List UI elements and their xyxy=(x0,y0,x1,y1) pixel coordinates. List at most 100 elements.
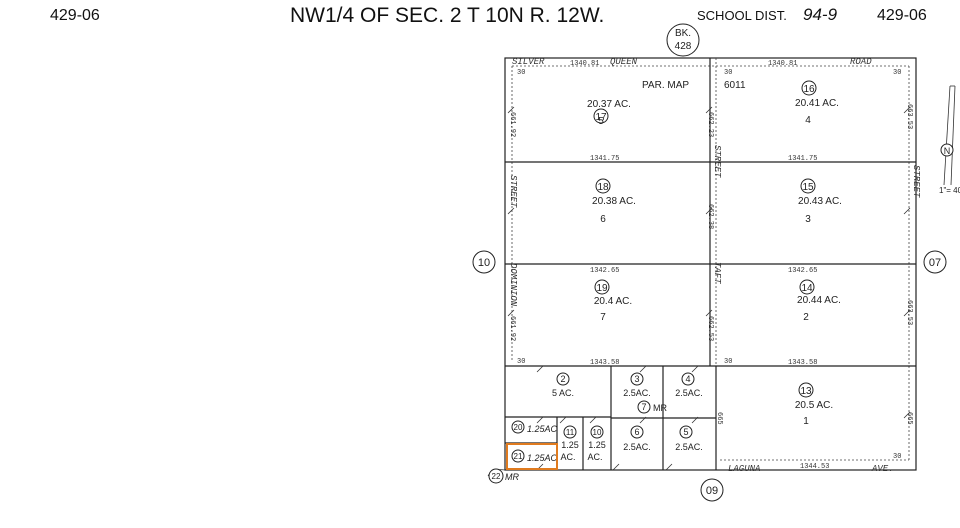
svg-text:30: 30 xyxy=(724,358,732,366)
lot-tick-marks xyxy=(507,106,911,471)
parcel-10[interactable]: 10 1.25 AC. xyxy=(587,425,606,462)
svg-text:1: 1 xyxy=(803,416,809,427)
parcel-22-mr[interactable]: 22 MR xyxy=(487,468,519,484)
svg-text:20.37 AC.: 20.37 AC. xyxy=(587,99,631,110)
parcel-17[interactable]: 17 20.37 AC. 5 xyxy=(587,99,631,127)
svg-text:1342.65: 1342.65 xyxy=(788,267,817,275)
svg-text:2.5AC.: 2.5AC. xyxy=(675,442,703,452)
svg-text:30: 30 xyxy=(517,69,525,77)
parcel-16[interactable]: 16 20.41 AC. 4 xyxy=(795,80,839,126)
svg-text:5: 5 xyxy=(683,427,688,437)
road-name-north-1: SILVER xyxy=(512,57,545,67)
svg-text:20.43 AC.: 20.43 AC. xyxy=(798,196,842,207)
adjacent-page-south[interactable]: 09 xyxy=(700,478,724,502)
svg-text:1.25AC: 1.25AC xyxy=(527,424,558,434)
svg-text:665: 665 xyxy=(905,412,913,425)
svg-text:20.44 AC.: 20.44 AC. xyxy=(797,295,841,306)
road-name-south-1: LAGUNA xyxy=(728,464,760,474)
svg-text:30: 30 xyxy=(517,358,525,366)
svg-text:2.5AC.: 2.5AC. xyxy=(675,388,703,398)
svg-text:5 AC.: 5 AC. xyxy=(552,388,574,398)
svg-text:4: 4 xyxy=(685,374,690,384)
svg-text:663.53: 663.53 xyxy=(905,300,913,325)
parcel-3[interactable]: 3 2.5AC. xyxy=(623,372,651,398)
page-number-right: 429-06 xyxy=(877,7,927,24)
parcel-21[interactable]: 21 1.25AC xyxy=(511,449,558,463)
book-number: 428 xyxy=(675,41,692,52)
svg-text:20.41 AC.: 20.41 AC. xyxy=(795,98,839,109)
svg-text:1340.81: 1340.81 xyxy=(570,60,599,68)
svg-text:662.23: 662.23 xyxy=(706,112,714,137)
svg-text:3: 3 xyxy=(634,374,639,384)
adjacent-page-west[interactable]: 10 xyxy=(472,250,496,274)
svg-text:20.4 AC.: 20.4 AC. xyxy=(594,296,632,307)
svg-text:30: 30 xyxy=(893,69,901,77)
svg-text:10: 10 xyxy=(593,428,602,437)
svg-text:1341.75: 1341.75 xyxy=(590,155,619,163)
parcel-15[interactable]: 15 20.43 AC. 3 xyxy=(798,178,842,225)
road-name-north-2: QUEEN xyxy=(610,57,638,67)
svg-text:7: 7 xyxy=(641,402,646,412)
parcel-5[interactable]: 5 2.5AC. xyxy=(675,425,703,452)
svg-text:7: 7 xyxy=(600,312,606,323)
road-name-south-2: AVE. xyxy=(871,464,894,474)
svg-text:21: 21 xyxy=(514,452,523,461)
svg-text:2: 2 xyxy=(803,312,809,323)
svg-text:665: 665 xyxy=(715,412,723,425)
svg-text:1343.58: 1343.58 xyxy=(590,359,619,367)
middle-street-type: STREET xyxy=(712,145,722,178)
parcel-19[interactable]: 19 20.4 AC. 7 xyxy=(594,279,632,323)
svg-text:MR: MR xyxy=(653,403,667,413)
svg-text:18: 18 xyxy=(597,182,609,193)
svg-text:22: 22 xyxy=(492,472,501,481)
svg-text:1341.75: 1341.75 xyxy=(788,155,817,163)
parcel-6[interactable]: 6 2.5AC. xyxy=(623,425,651,452)
highlighted-parcel-box xyxy=(506,443,558,470)
parcel-7-mr[interactable]: 7 MR xyxy=(637,400,667,414)
svg-text:1.25: 1.25 xyxy=(588,440,606,450)
parcel-4[interactable]: 4 2.5AC. xyxy=(675,372,703,398)
svg-text:6: 6 xyxy=(634,427,639,437)
middle-street-name: TAFT xyxy=(712,262,722,284)
svg-text:1342.65: 1342.65 xyxy=(590,267,619,275)
school-district-number: 94-9 xyxy=(803,5,838,24)
parcel-14[interactable]: 14 20.44 AC. 2 xyxy=(797,279,841,323)
svg-text:30: 30 xyxy=(893,453,901,461)
parcel-11[interactable]: 11 1.25 AC. xyxy=(560,425,579,462)
adjacent-page-east[interactable]: 07 xyxy=(923,250,947,274)
parcel-20[interactable]: 20 1.25AC xyxy=(511,420,558,434)
svg-text:13: 13 xyxy=(800,386,812,397)
lot-number: 5 xyxy=(598,116,604,127)
svg-text:10: 10 xyxy=(478,257,490,269)
svg-text:AC.: AC. xyxy=(560,452,575,462)
school-district-label: SCHOOL DIST. xyxy=(697,8,787,23)
svg-text:16: 16 xyxy=(803,84,815,95)
svg-text:30: 30 xyxy=(724,69,732,77)
svg-text:1.25: 1.25 xyxy=(561,440,579,450)
parcel-2[interactable]: 2 5 AC. xyxy=(552,372,574,398)
svg-text:1.25AC: 1.25AC xyxy=(527,453,558,463)
parcel-18[interactable]: 18 20.38 AC. 6 xyxy=(592,178,636,225)
svg-text:07: 07 xyxy=(929,257,941,269)
book-reference-circle xyxy=(666,23,700,57)
svg-text:2: 2 xyxy=(560,374,565,384)
north-arrow-icon: N xyxy=(940,85,956,186)
map-title: NW1/4 OF SEC. 2 T 10N R. 12W. xyxy=(290,4,604,27)
svg-text:661.92: 661.92 xyxy=(508,112,516,137)
svg-text:20.38 AC.: 20.38 AC. xyxy=(592,196,636,207)
east-street-type: STREET xyxy=(911,165,921,198)
svg-text:MR: MR xyxy=(505,472,519,482)
svg-text:1340.81: 1340.81 xyxy=(768,60,797,68)
svg-text:3: 3 xyxy=(805,214,811,225)
svg-text:662.38: 662.38 xyxy=(706,204,714,229)
svg-text:20.5 AC.: 20.5 AC. xyxy=(795,400,833,411)
parcel-13[interactable]: 13 20.5 AC. 1 xyxy=(795,382,833,427)
road-name-north-3: ROAD xyxy=(850,57,872,67)
svg-text:11: 11 xyxy=(566,428,575,437)
svg-text:663.53: 663.53 xyxy=(905,104,913,129)
svg-text:15: 15 xyxy=(802,182,814,193)
svg-text:20: 20 xyxy=(514,423,523,432)
svg-text:19: 19 xyxy=(596,283,608,294)
parcel-map-number: 6011 xyxy=(724,80,746,91)
